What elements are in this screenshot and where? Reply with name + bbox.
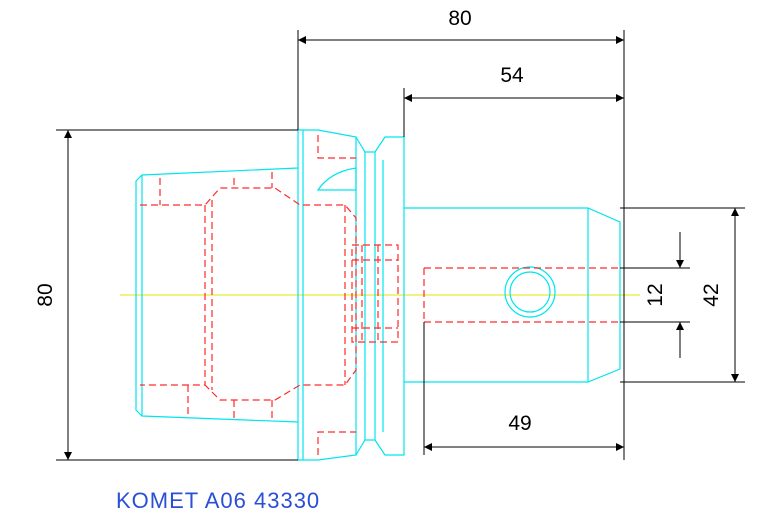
- orientation-notch: [316, 167, 357, 191]
- dim-bore-depth: 49: [508, 412, 531, 435]
- part-number-caption: KOMET A06 43330: [116, 488, 321, 513]
- cross-hole: [504, 266, 556, 318]
- dim-shank-length: 54: [500, 64, 524, 87]
- v-groove: [355, 136, 405, 456]
- drive-pocket: [351, 244, 399, 343]
- hidden-lines: [140, 135, 620, 455]
- dim-shank-diameter: 42: [700, 283, 723, 306]
- dim-flange-diameter: 80: [34, 283, 57, 306]
- dim-overall-length: 80: [448, 7, 471, 30]
- inner-cavity: [140, 187, 357, 401]
- shank: [404, 207, 621, 383]
- dimensions: [56, 30, 745, 461]
- bore: [423, 267, 620, 323]
- taper-cone: [135, 167, 299, 423]
- dim-bore-diameter: 12: [644, 283, 667, 306]
- part-outline: [135, 129, 621, 461]
